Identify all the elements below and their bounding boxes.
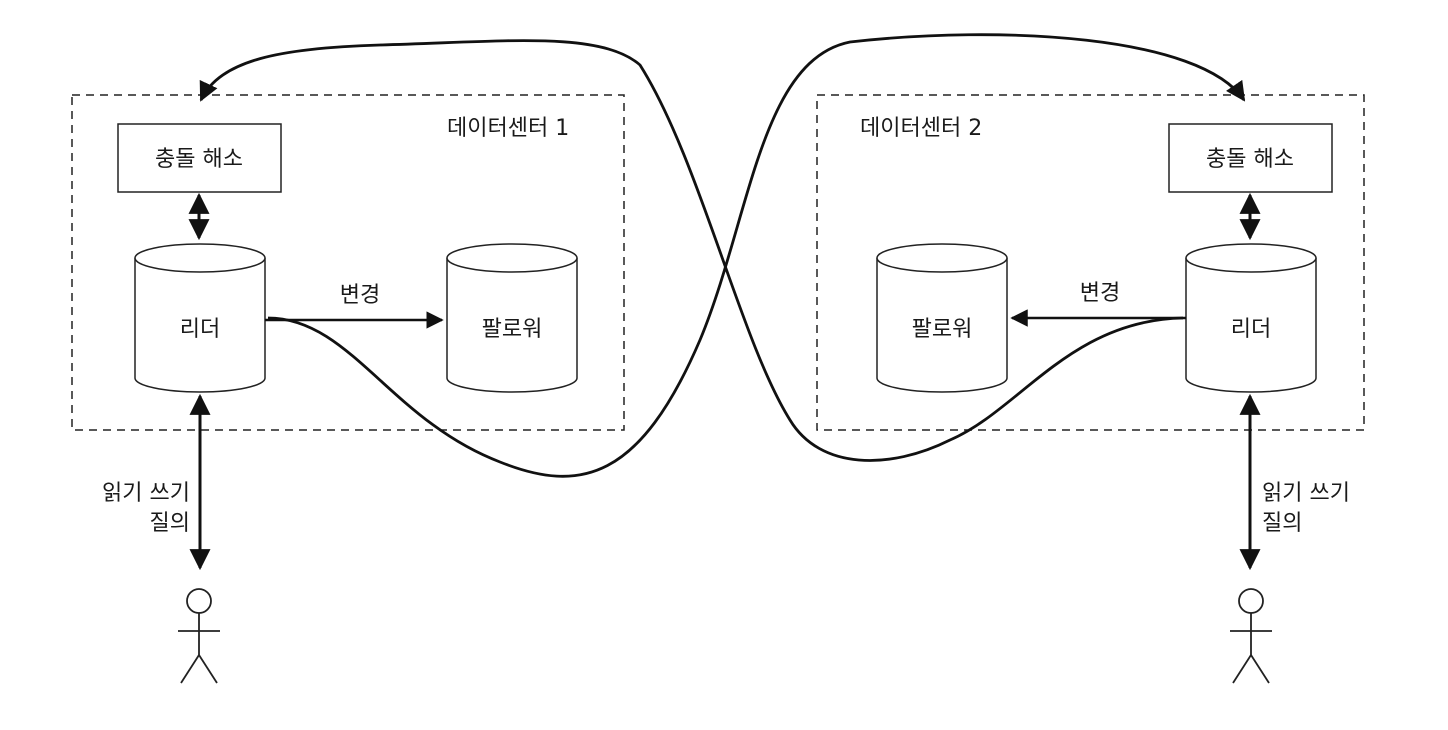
datacenter-1-conflict-resolution-box: 충돌 해소 (117, 123, 282, 193)
follower-label: 팔로워 (912, 317, 973, 342)
dc2-query-label-line1: 읽기 쓰기 (1262, 481, 1350, 506)
conflict-resolution-label: 충돌 해소 (1206, 147, 1294, 172)
dc2-change-label: 변경 (1080, 281, 1120, 306)
leader-label: 리더 (180, 317, 220, 342)
replication-curve-dc2-leader-to-dc1-conflict (199, 39, 1184, 462)
datacenter-1-boundary (71, 94, 625, 431)
dc1-query-label-line1: 읽기 쓰기 (102, 481, 190, 506)
dc2-query-label-line2: 질의 (1262, 511, 1302, 536)
dc1-query-label-line2: 질의 (150, 511, 190, 536)
dc2-user-icon (1230, 588, 1272, 684)
follower-label: 팔로워 (482, 317, 543, 342)
datacenter-2-leader-db: 리더 (1185, 243, 1317, 393)
datacenter-1-follower-db: 팔로워 (446, 243, 578, 393)
datacenter-1-leader-db: 리더 (134, 243, 266, 393)
dc1-change-label: 변경 (340, 283, 380, 308)
dc1-user-icon (178, 588, 220, 684)
replication-curve-dc1-leader-to-dc2-conflict (267, 33, 1246, 478)
datacenter-2-boundary (816, 94, 1365, 431)
leader-label: 리더 (1231, 317, 1271, 342)
datacenter-2-title: 데이터센터 2 (860, 116, 982, 141)
datacenter-2-follower-db: 팔로워 (876, 243, 1008, 393)
datacenter-1-title: 데이터센터 1 (447, 116, 569, 141)
datacenter-2-conflict-resolution-box: 충돌 해소 (1168, 123, 1333, 193)
conflict-resolution-label: 충돌 해소 (155, 147, 243, 172)
